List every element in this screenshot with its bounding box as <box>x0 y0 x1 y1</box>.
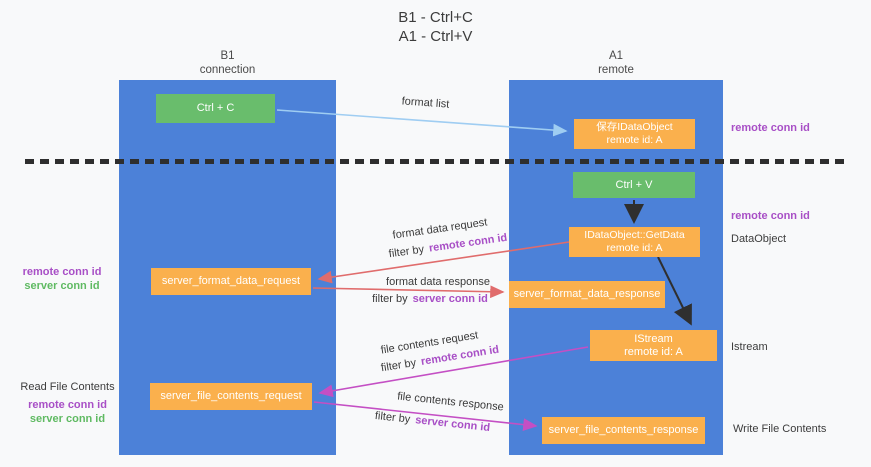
istream-line2: remote id: A <box>624 345 683 358</box>
left-server-conn-id-top: server conn id <box>24 280 100 292</box>
lane-b1-name: B1 <box>220 50 235 62</box>
ctrl-c-label: Ctrl + C <box>196 102 235 114</box>
lane-header-a1: A1 remote <box>509 49 723 77</box>
dashed-divider <box>25 159 845 164</box>
server-format-data-response-box: server_format_data_response <box>509 281 665 308</box>
file-contents-response-label: file contents response <box>396 390 505 414</box>
save-dataobject-line1: 保存IDataObject <box>596 121 673 133</box>
lane-a1-name: A1 <box>608 50 624 62</box>
filter-prefix: filter by <box>388 243 425 261</box>
server-format-data-response-label: server_format_data_response <box>513 288 661 300</box>
ctrl-c-box: Ctrl + C <box>156 94 275 123</box>
left-server-conn-id-bottom: server conn id <box>29 413 106 425</box>
read-file-contents-label: Read File Contents <box>20 381 115 393</box>
ctrl-v-label: Ctrl + V <box>615 178 653 191</box>
diagram-title: B1 - Ctrl+C A1 - Ctrl+V <box>0 8 871 46</box>
filter-prefix: filter by <box>372 293 408 305</box>
title-line-2: A1 - Ctrl+V <box>398 28 473 45</box>
dataobject-label: DataObject <box>731 233 787 245</box>
filter-key: server conn id <box>414 414 491 435</box>
server-file-contents-response-box: server_file_contents_response <box>542 417 705 444</box>
filter-prefix: filter by <box>380 356 418 375</box>
save-dataobject-line2: remote id: A <box>606 134 663 146</box>
istream-line1: IStream <box>634 332 673 345</box>
lane-b1-role: connection <box>199 64 256 76</box>
save-dataobject-box: 保存IDataObject remote id: A <box>574 119 695 149</box>
getdata-box: IDataObject::GetData remote id: A <box>569 227 700 257</box>
write-file-contents-label: Write File Contents <box>733 423 827 435</box>
left-remote-conn-id-bottom: remote conn id <box>28 399 107 411</box>
right-remote-conn-id-mid: remote conn id <box>731 210 810 222</box>
getdata-line2: remote id: A <box>606 242 663 254</box>
ctrl-v-box: Ctrl + V <box>573 172 695 198</box>
filter-by-server-conn-id-2: filter by server conn id <box>370 409 496 434</box>
getdata-line1: IDataObject::GetData <box>584 229 685 241</box>
format-list-label: format list <box>401 95 450 111</box>
filter-key: server conn id <box>412 293 488 305</box>
lane-a1-role: remote <box>598 64 634 76</box>
filter-by-server-conn-id-1: filter by server conn id <box>370 293 490 305</box>
istream-box: IStream remote id: A <box>590 330 717 361</box>
right-remote-conn-id-top: remote conn id <box>731 122 810 134</box>
format-data-response-arrow <box>312 285 505 299</box>
server-file-contents-request-box: server_file_contents_request <box>150 383 312 410</box>
server-format-data-request-label: server_format_data_request <box>161 275 301 287</box>
left-remote-conn-id-top: remote conn id <box>22 266 102 278</box>
title-line-1: B1 - Ctrl+C <box>398 9 473 26</box>
istream-side-label: Istream <box>731 341 768 353</box>
filter-prefix: filter by <box>374 409 411 426</box>
server-file-contents-response-label: server_file_contents_response <box>548 424 699 436</box>
filter-key: remote conn id <box>428 231 508 255</box>
server-format-data-request-box: server_format_data_request <box>151 268 311 295</box>
lane-header-b1: B1 connection <box>119 49 336 77</box>
format-data-response-label: format data response <box>386 276 490 288</box>
server-file-contents-request-label: server_file_contents_request <box>160 390 302 402</box>
